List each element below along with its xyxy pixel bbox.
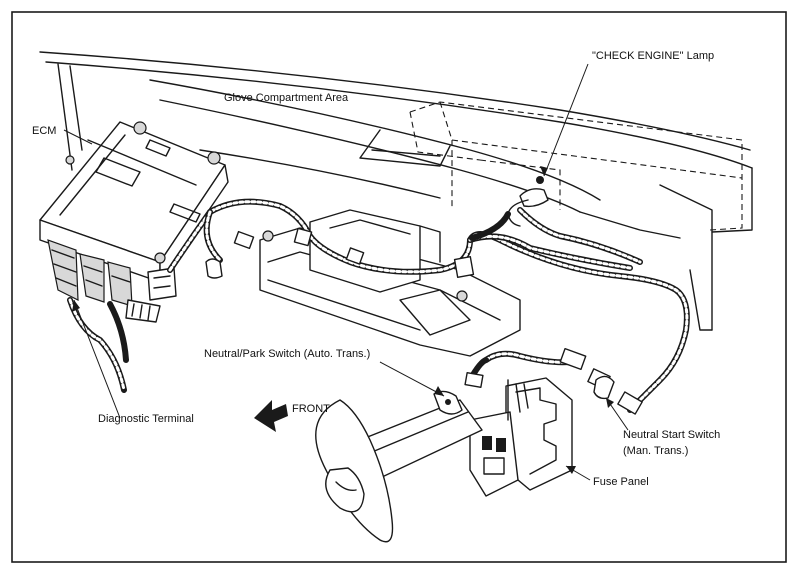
label-ecm: ECM <box>32 125 57 137</box>
lower-console <box>259 209 521 357</box>
diagram-border <box>11 11 787 563</box>
ecm-connectors <box>47 239 177 393</box>
ecm-module <box>39 121 229 283</box>
steering-column <box>315 390 483 543</box>
label-man-trans: (Man. Trans.) <box>623 445 689 457</box>
label-diagnostic-terminal: Diagnostic Terminal <box>98 413 194 425</box>
label-fuse-panel: Fuse Panel <box>593 476 649 488</box>
label-neutral-park-switch: Neutral/Park Switch (Auto. Trans.) <box>204 348 371 360</box>
glove-compartment-dashed <box>409 101 743 231</box>
dashboard-outline <box>39 51 753 331</box>
label-glove-compartment: Glove Compartment Area <box>224 92 349 104</box>
label-neutral-start-switch: Neutral Start Switch <box>623 429 721 441</box>
label-front: FRONT <box>292 403 330 415</box>
fuse-panel <box>469 377 573 497</box>
front-arrow <box>254 400 288 432</box>
label-check-engine-lamp: "CHECK ENGINE" Lamp <box>592 50 715 62</box>
leader-lines <box>63 63 629 481</box>
check-engine-lamp-socket <box>469 176 549 241</box>
